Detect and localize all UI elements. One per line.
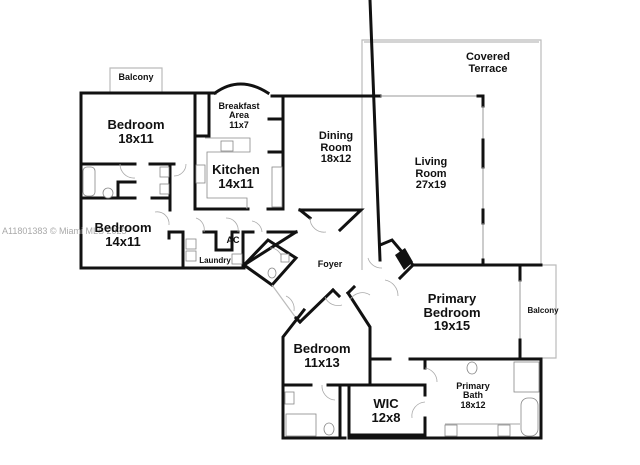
room-label-laundry: Laundry [199, 256, 231, 265]
room-label-foyer: Foyer [317, 259, 343, 269]
room-label-ac: AC [226, 235, 240, 245]
room-name-line2: Room [415, 167, 447, 180]
room-name: Bedroom [293, 341, 351, 356]
fixtures [82, 137, 540, 437]
room-size: 27x19 [415, 179, 447, 192]
room-label-covered-terrace: Covered Terrace [465, 51, 511, 75]
room-name-line2: Bath [463, 390, 483, 401]
walls [79, 0, 543, 440]
room-label-bedroom-1: Bedroom 18x11 [107, 118, 164, 145]
room-name: WIC [373, 396, 399, 411]
room-label-bedroom-2: Bedroom 14x11 [94, 221, 151, 248]
room-size: 12x8 [371, 409, 401, 425]
room-name: Breakfast [218, 101, 260, 111]
room-name: Covered [465, 51, 511, 63]
room-size: 14x11 [218, 175, 254, 191]
room-size: 19x15 [433, 318, 471, 334]
room-label-wic: WIC 12x8 [372, 397, 401, 424]
room-label-kitchen: Kitchen 14x11 [212, 163, 260, 190]
room-size: 18x11 [118, 130, 154, 146]
room-name: Foyer [317, 259, 343, 269]
room-label-bedroom-3: Bedroom 11x13 [293, 342, 350, 369]
room-name-line2: Terrace [468, 62, 508, 75]
room-name: AC [226, 235, 240, 245]
room-label-primary-bath: Primary Bath 18x12 [456, 381, 490, 410]
room-label-living-room: Living Room 27x19 [414, 156, 448, 192]
room-name: Bedroom [107, 117, 165, 132]
room-label-primary-bedroom: Primary Bedroom 19x15 [423, 292, 480, 333]
room-name-line2: Bedroom [423, 304, 481, 320]
room-name: Kitchen [212, 162, 260, 177]
room-name: Laundry [199, 256, 231, 265]
doors [119, 163, 438, 419]
room-label-balcony-top: Balcony [118, 72, 154, 82]
covered-terrace-outline [361, 39, 542, 270]
room-name: Balcony [527, 306, 559, 315]
room-size: 14x11 [105, 233, 141, 249]
room-name: Living [414, 156, 448, 168]
room-name: Primary [456, 381, 490, 391]
room-name: Dining [318, 130, 354, 142]
room-name: Balcony [118, 72, 154, 82]
room-label-balcony-right: Balcony [527, 306, 559, 315]
room-size: 18x12 [460, 399, 486, 410]
room-label-breakfast-area: Breakfast Area 11x7 [218, 101, 260, 130]
balcony-top-outline [109, 67, 163, 93]
room-name: Bedroom [94, 220, 152, 235]
room-size: 18x12 [320, 153, 352, 166]
room-name-line2: Area [228, 110, 249, 121]
room-name-line2: Room [320, 141, 352, 154]
room-name: Primary [427, 291, 477, 306]
room-size: 11x7 [229, 119, 249, 130]
room-size: 11x13 [304, 354, 340, 370]
watermark: A11801383 © Miami MLS 2025 [2, 226, 127, 236]
room-label-dining-room: Dining Room 18x12 [318, 130, 354, 166]
